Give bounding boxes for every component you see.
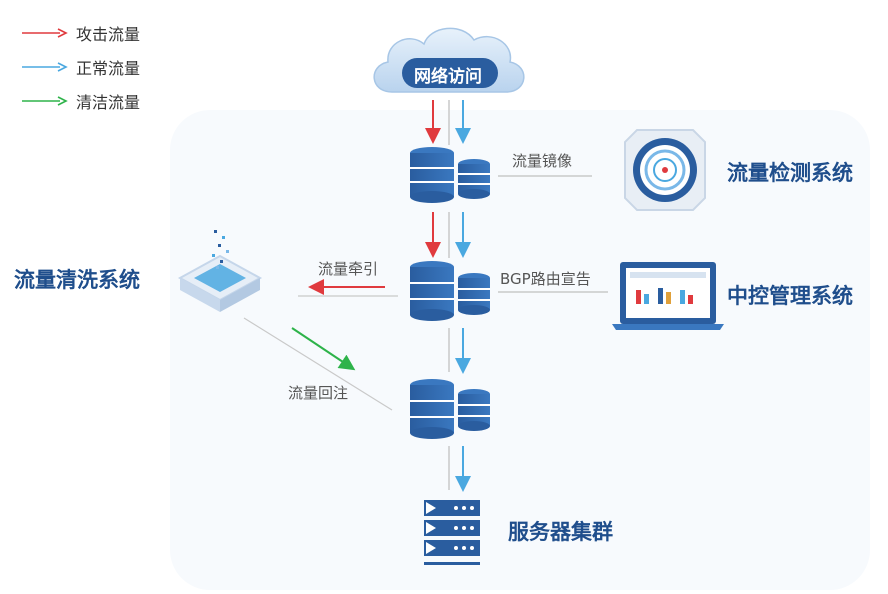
legend-label-attack: 攻击流量 bbox=[76, 25, 141, 44]
router-2-icon bbox=[410, 261, 490, 321]
clean-arrow bbox=[291, 327, 356, 371]
cloud-icon bbox=[373, 27, 525, 93]
control-system-label: 中控管理系统 bbox=[727, 284, 853, 308]
cleaning-system-label: 流量清洗系统 bbox=[14, 268, 140, 292]
normal-arrow-icon bbox=[22, 62, 68, 72]
router-3-icon bbox=[410, 379, 490, 439]
legend-label-normal: 正常流量 bbox=[76, 59, 141, 78]
router-1-icon bbox=[410, 147, 490, 203]
legend-item-normal: 正常流量 bbox=[20, 57, 141, 78]
reinject-label: 流量回注 bbox=[288, 384, 349, 402]
detection-system-icon bbox=[624, 129, 706, 211]
internet-label: 网络访问 bbox=[414, 67, 482, 87]
attack-arrow-icon bbox=[22, 28, 68, 38]
legend-label-clean: 清洁流量 bbox=[76, 93, 141, 112]
server-cluster-icon bbox=[424, 500, 480, 565]
legend-item-clean: 清洁流量 bbox=[20, 91, 141, 112]
divert-label: 流量牵引 bbox=[318, 260, 379, 278]
server-cluster-label: 服务器集群 bbox=[508, 520, 613, 544]
detection-system-label: 流量检测系统 bbox=[727, 161, 853, 185]
laptop-icon bbox=[612, 262, 724, 330]
bgp-label: BGP路由宣告 bbox=[500, 270, 591, 288]
mirror-label: 流量镜像 bbox=[512, 152, 573, 170]
reinject-line bbox=[243, 317, 393, 411]
cleaning-system-icon bbox=[177, 230, 263, 312]
clean-arrow-icon bbox=[22, 96, 68, 106]
legend-item-attack: 攻击流量 bbox=[20, 23, 141, 44]
